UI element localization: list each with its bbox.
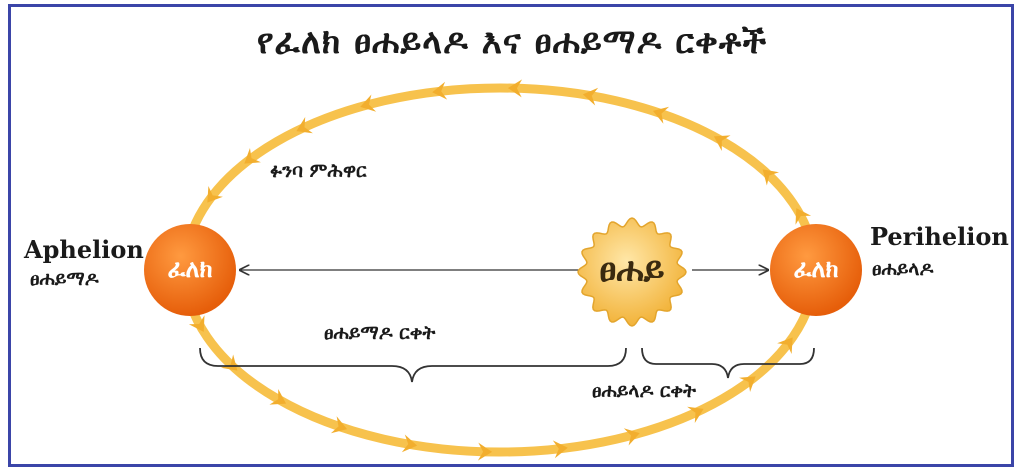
sun-icon [577,217,687,327]
orbit-chevron-icon [777,337,793,354]
orbit-chevron-icon [623,428,640,446]
aphelion-term: Aphelion [24,235,144,264]
sun-label: ፀሐይ [599,250,665,290]
perihelion-planet-icon [770,224,862,316]
orbit-chevron-icon [188,315,205,332]
aphelion-distance-brace [199,347,627,383]
orbit-chevron-icon [795,208,812,225]
orbit-chevron-icon [244,147,261,164]
perihelion-native-term: ፀሐይላዶ [872,258,934,280]
orbit-chevron-icon [296,117,313,134]
aphelion-planet-label: ፈለክ [167,255,213,283]
orbit-chevron-icon [432,81,448,100]
orbit-chevron-icon [652,106,670,124]
orbit-chevron-icon [360,94,377,112]
perihelion-distance-label: ፀሐይላዶ ርቀት [592,380,697,402]
orbit-chevron-icon [582,87,599,106]
orbit-chevron-icon [401,434,418,453]
orbit-chevron-icon [207,186,223,203]
aphelion-native-term: ፀሐይማዶ [30,268,99,290]
perihelion-distance-brace [641,347,815,379]
orbit-chevron-icon [713,135,731,152]
orbit-chevron-icon [507,79,523,98]
aphelion-distance-label: ፀሐይማዶ ርቀት [324,322,436,344]
orbit-chevron-icon [739,376,756,393]
orbit-chevron-icon [269,388,287,405]
orbit-chevron-icon [762,169,780,186]
perihelion-planet-label: ፈለክ [793,255,839,283]
orbit-label: ፉንባ ምሕዋር [270,160,367,182]
orbit-chevron-icon [552,440,568,459]
diagram-title: የፈለክ ፀሐይላዶ እና ፀሐይማዶ ርቀቶች [256,22,768,62]
orbit-chevron-icon [330,416,348,434]
perihelion-term: Perihelion [870,222,1009,251]
orbit-chevron-icon [687,406,704,423]
aphelion-planet-icon [144,224,236,316]
orbit-chevron-icon [477,442,493,461]
